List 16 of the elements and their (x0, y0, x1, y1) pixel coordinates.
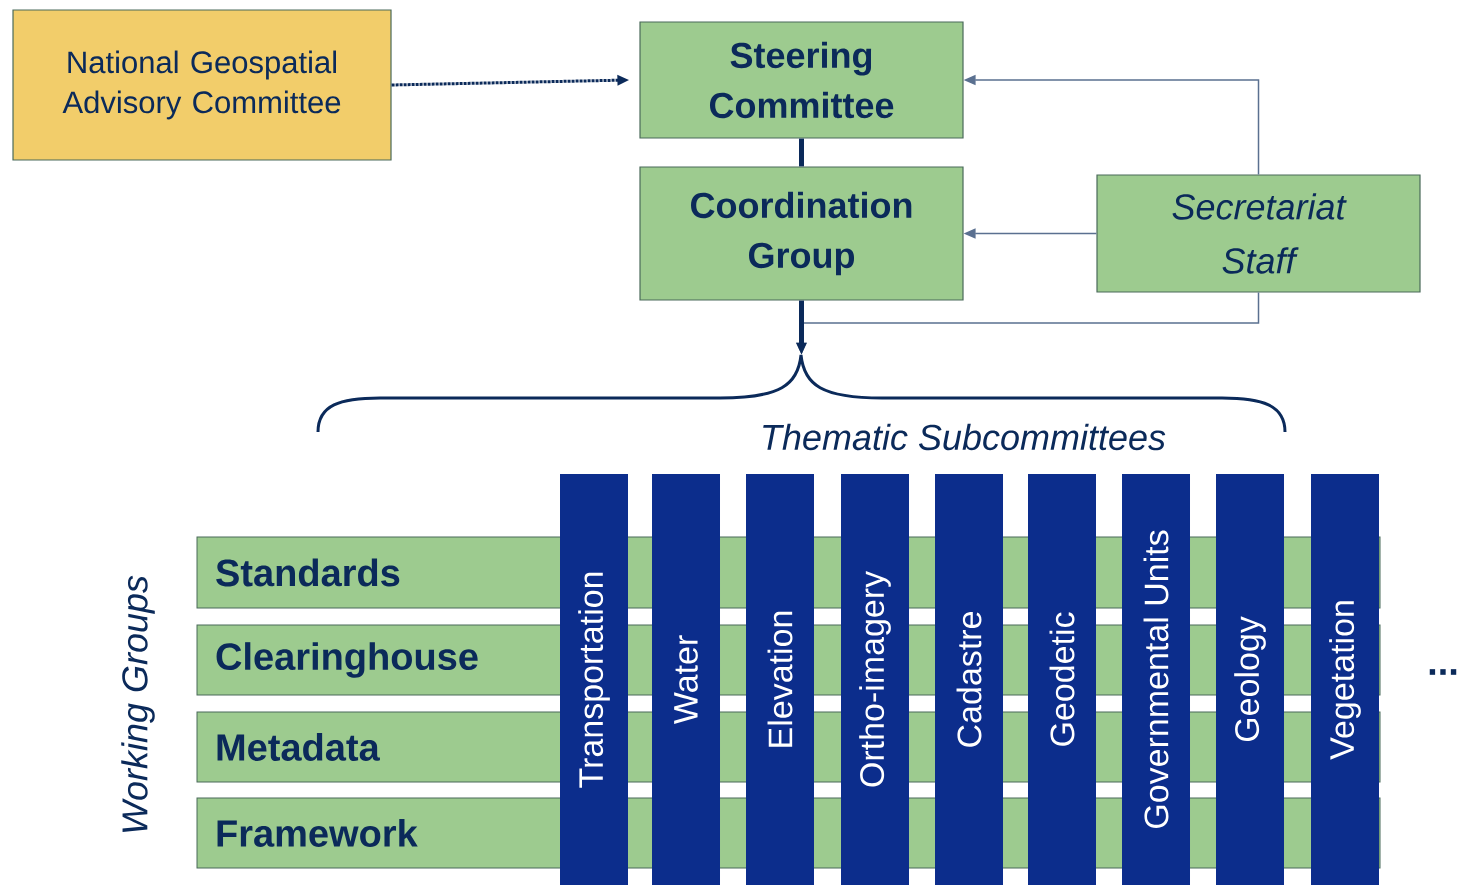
group-heading: Working Groups (121, 575, 155, 832)
ellipsis: ... (1429, 669, 1457, 675)
committee-box: National Geospatial Advisory Committee (12, 9, 392, 161)
group-heading: Thematic Subcommittees (763, 423, 1166, 451)
subcommittee-bar: Geodetic (1028, 474, 1096, 885)
staff-box: Secretariat Staff (1096, 174, 1421, 293)
subcommittee-bar: Vegetation (1311, 474, 1379, 885)
subcommittee-bar: Elevation (746, 474, 814, 885)
subcommittee-bar: Governmental Units (1122, 474, 1190, 885)
subcommittee-bar: Cadastre (935, 474, 1003, 885)
subcommittee-bar: Transportation (560, 474, 628, 885)
subcommittee-bar: Water (652, 474, 720, 885)
subcommittee-bar: Ortho-imagery (841, 474, 909, 885)
committee-box: Steering Committee (639, 21, 964, 139)
committee-box: Coordination Group (639, 166, 964, 301)
subcommittee-bar: Geology (1216, 474, 1284, 885)
